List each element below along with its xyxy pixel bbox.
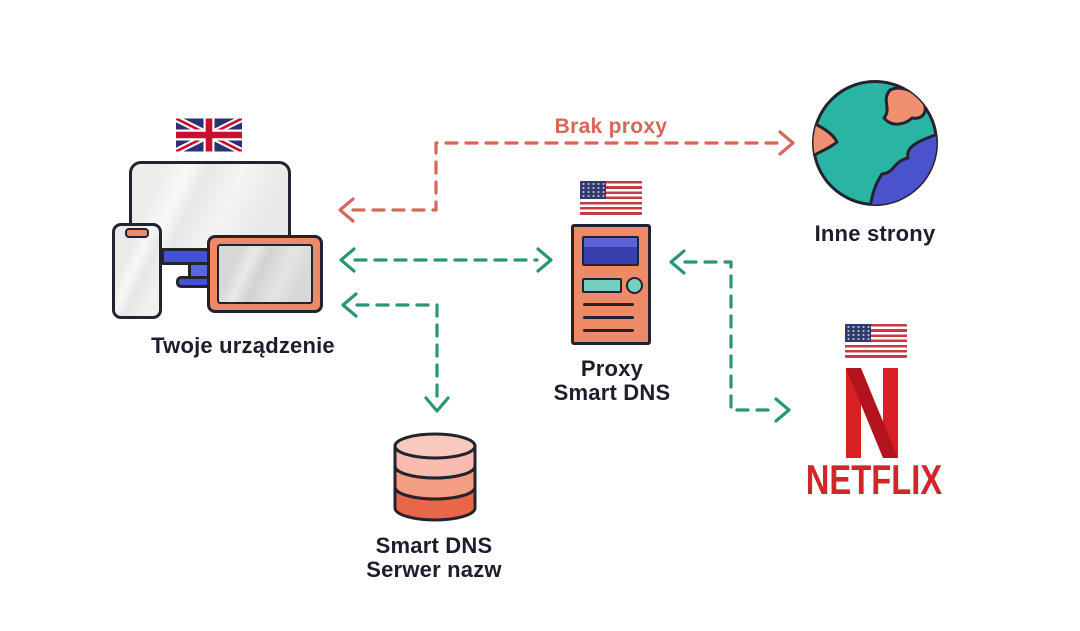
- us-flag-canton: [845, 324, 872, 343]
- netflix-wordmark: NETFLIX: [805, 456, 943, 503]
- dns-server-label-line2: Serwer nazw: [366, 557, 502, 582]
- server-vent-line: [583, 316, 634, 319]
- globe-continent-orange-left: [813, 120, 839, 160]
- phone-notch: [125, 228, 149, 238]
- server-slot: [582, 278, 622, 293]
- no-proxy-arrow-path: [351, 141, 781, 212]
- proxy-label-line2: Smart DNS: [553, 380, 671, 405]
- no-proxy-arrowhead-right: [778, 130, 795, 156]
- proxy-label-line1: Proxy: [580, 356, 644, 381]
- dns-server-label-line1: Smart DNS: [375, 533, 493, 558]
- device-dns-arrow-path: [355, 303, 439, 398]
- no-proxy-label: Brak proxy: [554, 115, 668, 138]
- globe-icon: [812, 80, 938, 206]
- device-label: Twoje urządzenie: [151, 333, 335, 358]
- tablet-icon: [207, 235, 323, 313]
- database-lid: [393, 432, 477, 460]
- us-flag-icon-netflix: [845, 324, 907, 358]
- netflix-server-arrowhead-left: [669, 249, 686, 275]
- device-server-arrowhead-left: [339, 247, 356, 273]
- server-screen: [582, 236, 639, 266]
- us-flag-canton: [580, 181, 607, 200]
- device-dns-arrowhead-left: [341, 292, 358, 318]
- netflix-n-icon: [846, 368, 898, 458]
- tablet-screen: [217, 244, 313, 304]
- netflix-server-arrowhead-right: [774, 397, 791, 423]
- server-screen-strip: [584, 238, 637, 247]
- server-vent-line: [583, 303, 634, 306]
- dns-server-label: Smart DNS Serwer nazw: [334, 534, 534, 582]
- server-led: [626, 277, 643, 294]
- database-icon: [393, 432, 477, 522]
- server-vent-line: [583, 329, 634, 332]
- us-flag-icon-proxy: [580, 181, 642, 215]
- device-server-arrowhead-right: [536, 247, 553, 273]
- netflix-server-arrow-path: [683, 260, 777, 412]
- other-sites-label: Inne strony: [814, 221, 936, 246]
- globe-continent-orange-top: [882, 86, 927, 126]
- uk-flag-icon: [176, 118, 242, 152]
- phone-icon: [112, 223, 162, 319]
- server-icon: [571, 224, 651, 345]
- proxy-label: Proxy Smart DNS: [532, 357, 692, 405]
- no-proxy-arrowhead-left: [338, 197, 355, 223]
- device-dns-arrowhead-down: [424, 396, 450, 413]
